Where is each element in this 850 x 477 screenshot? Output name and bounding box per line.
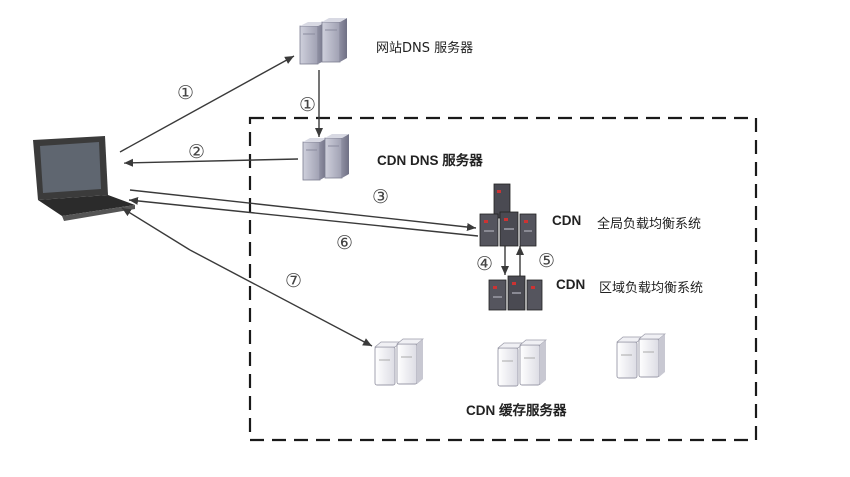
cdn-global-label: 全局负载均衡系统	[597, 217, 702, 232]
cdn-dns-label: CDN DNS 服务器	[377, 153, 483, 168]
cache-server-icon	[616, 333, 666, 379]
cdn-cache-label: CDN 缓存服务器	[466, 403, 567, 418]
load-balancer-icon	[479, 183, 537, 247]
step-6-label: ⑥	[336, 232, 354, 254]
step-3-label: ③	[372, 186, 390, 208]
cdn-global-prefix: CDN	[552, 213, 582, 228]
cdn-region-box	[248, 116, 758, 442]
arrow-step-7-b	[189, 249, 373, 347]
step-7-label: ⑦	[285, 270, 303, 292]
cdn-regional-label: 区域负载均衡系统	[599, 281, 704, 296]
step-1b-label: ①	[299, 94, 317, 116]
step-1-label: ①	[177, 82, 195, 104]
laptop-icon	[33, 136, 135, 221]
step-4-label: ④	[476, 253, 494, 275]
server-icon	[299, 18, 347, 65]
load-balancer-icon	[488, 275, 543, 311]
step-2-label: ②	[188, 141, 206, 163]
server-icon	[302, 134, 349, 181]
arrow-step-3	[129, 189, 477, 231]
arrow-step-7-a	[121, 207, 191, 251]
cache-server-icon	[497, 339, 547, 387]
cdn-regional-prefix: CDN	[556, 277, 586, 292]
arrow-step-6	[128, 196, 479, 237]
step-5-label: ⑤	[538, 250, 556, 272]
website-dns-label: 网站DNS 服务器	[376, 41, 474, 56]
cache-server-icon	[374, 338, 424, 386]
arrow-step-1	[119, 55, 295, 153]
arrow-step-2	[123, 158, 299, 167]
